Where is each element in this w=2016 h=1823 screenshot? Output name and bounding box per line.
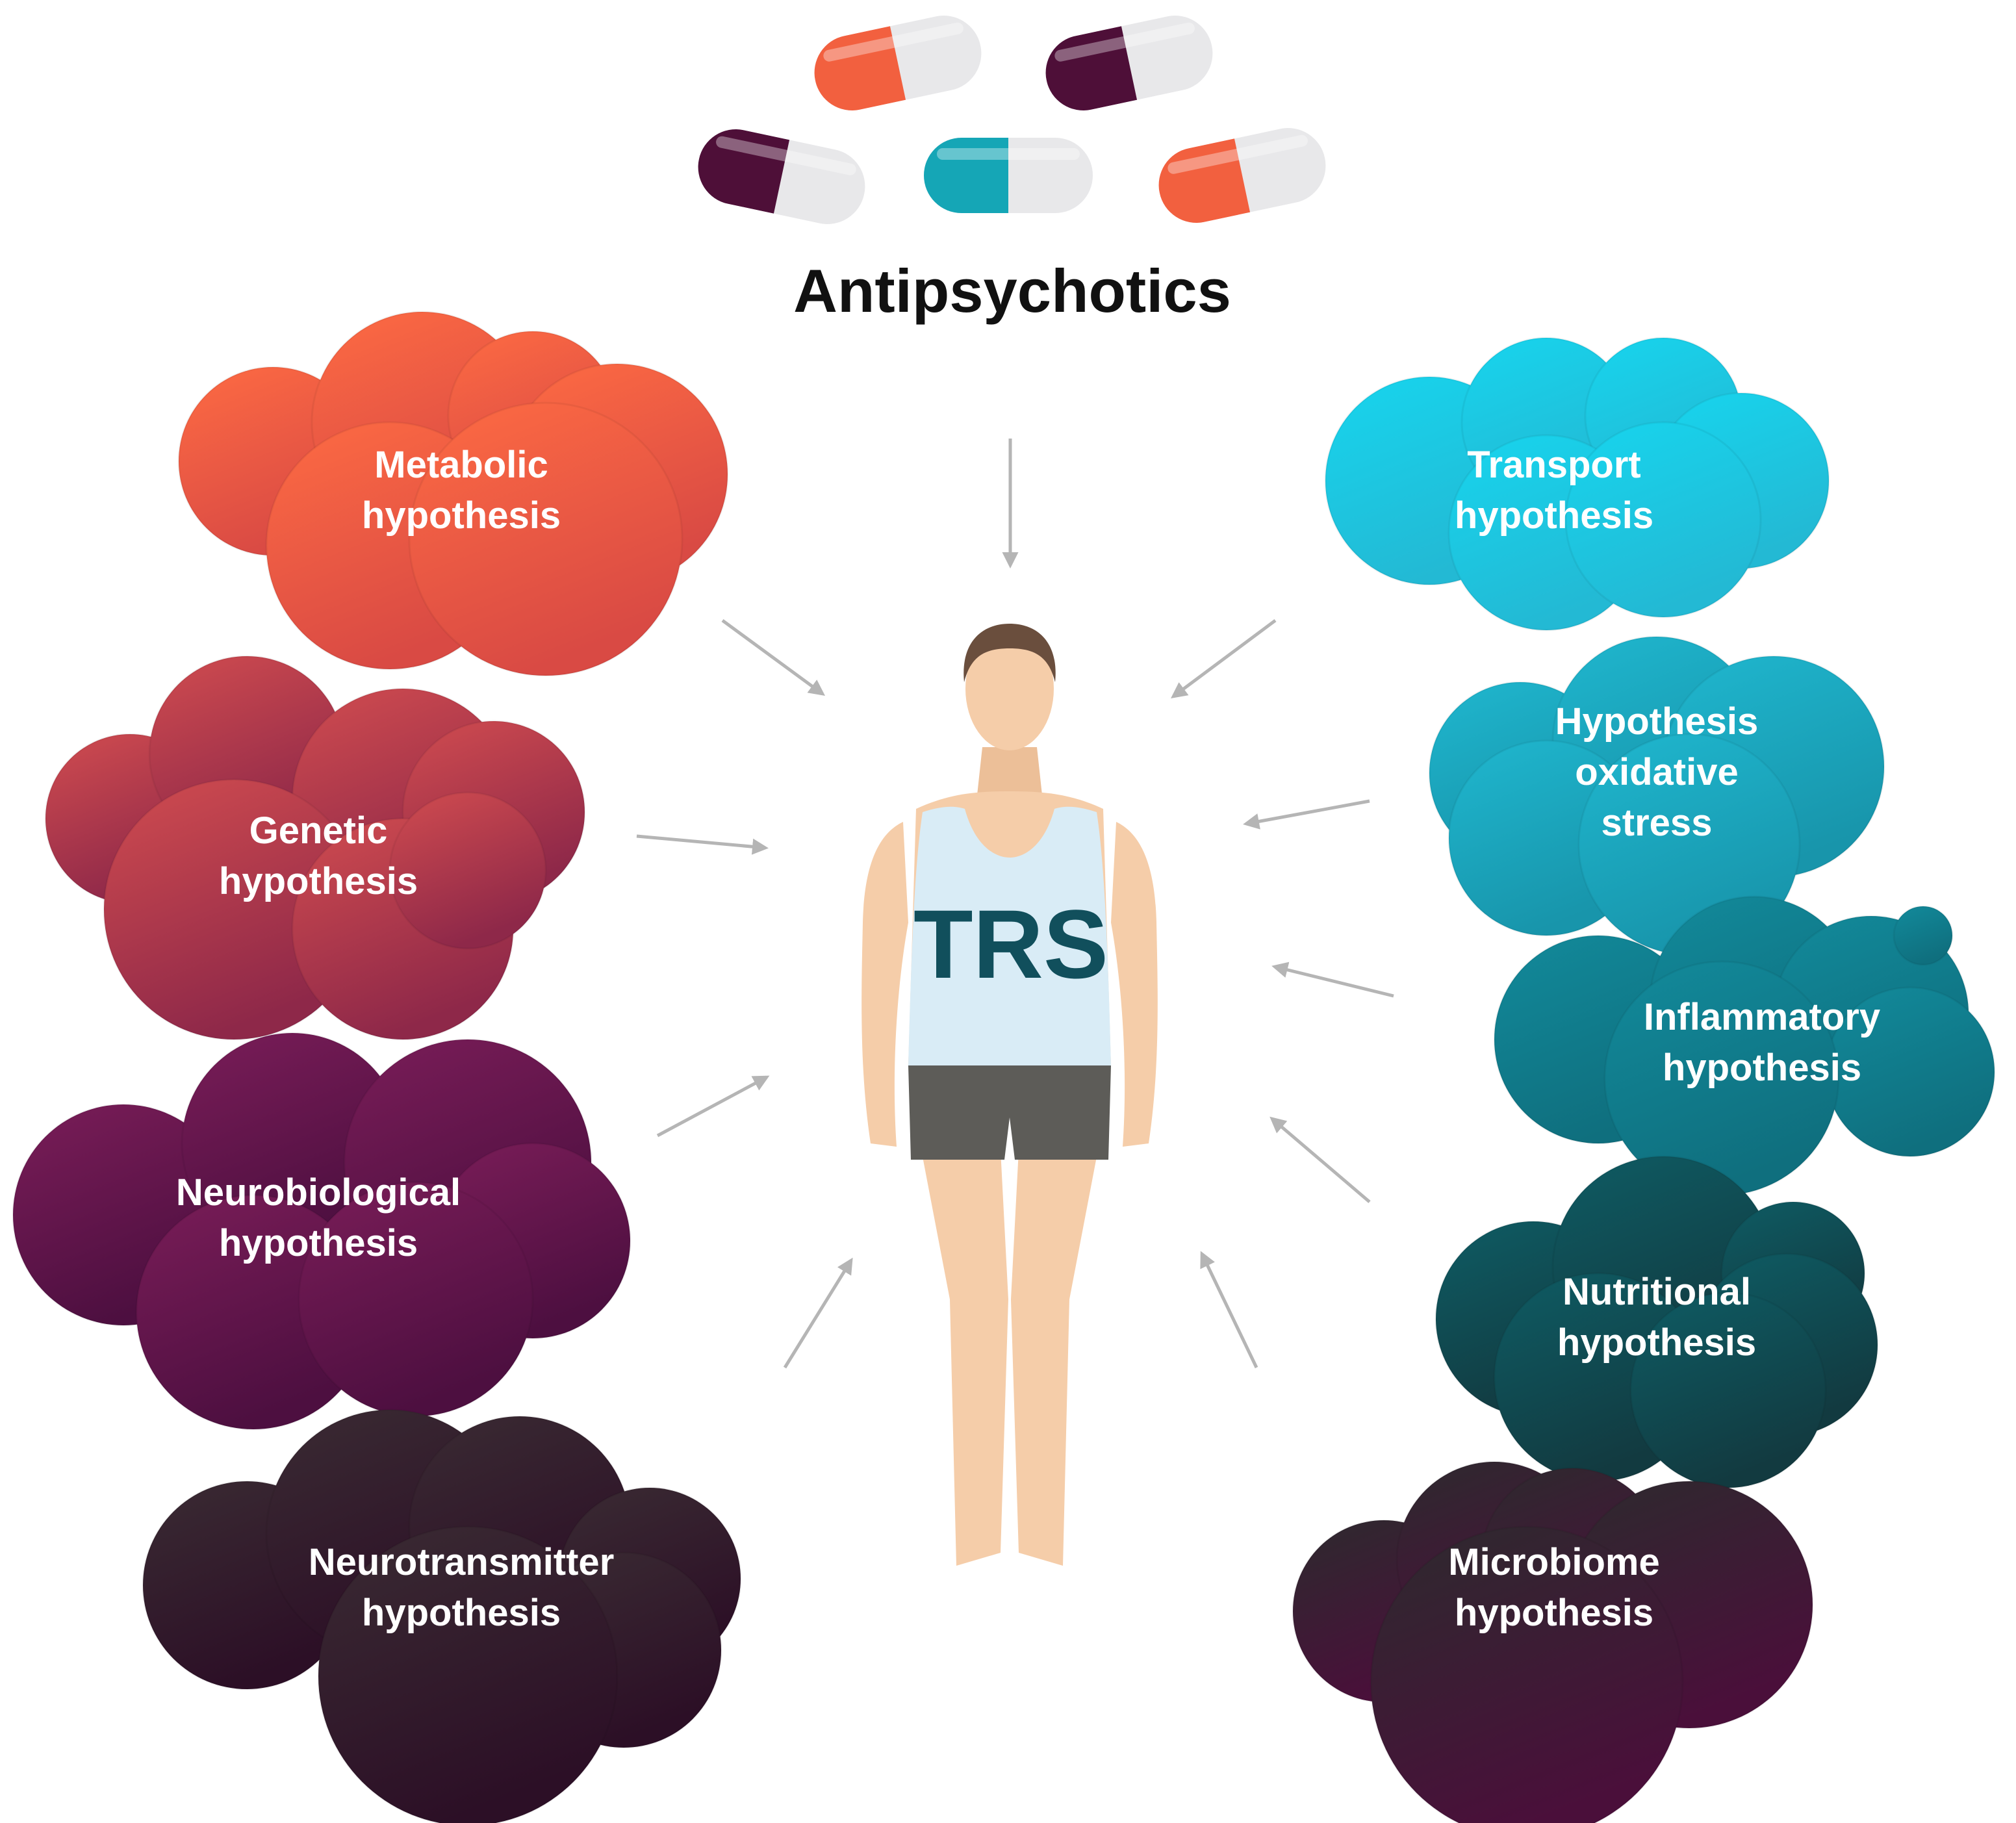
pill-icon [807, 8, 989, 118]
arrow [1270, 1116, 1371, 1203]
cloud-label-line: hypothesis [219, 860, 418, 902]
arrow [1200, 1251, 1258, 1369]
cloud-label: Genetic hypothesis [219, 810, 418, 902]
cloud-label-line: Inflammatory [1644, 996, 1880, 1038]
arrow [783, 1257, 853, 1369]
cloud-label-line: Neurotransmitter [309, 1541, 615, 1583]
cloud-label-line: hypothesis [1455, 494, 1653, 537]
cloud-label: Neurobiological hypothesis [176, 1171, 461, 1264]
cloud-label-line: hypothesis [362, 1592, 561, 1634]
figure-legs [1011, 1150, 1098, 1566]
cloud-label-line: Nutritional [1563, 1271, 1751, 1313]
diagram-title: Antipsychotics [793, 257, 1231, 325]
pill-icon [924, 138, 1093, 213]
arrow [656, 1075, 770, 1138]
cloud-microbiome: Microbiome hypothesis [1292, 1460, 1814, 1823]
arrow [1170, 618, 1277, 698]
figure-legs [921, 1150, 1008, 1566]
cloud-neurotransmitter: Neurotransmitter hypothesis [142, 1409, 742, 1823]
cloud-label-line: Microbiome [1448, 1541, 1660, 1583]
arrow [636, 834, 769, 855]
cloud-label-line: hypothesis [362, 494, 561, 537]
cloud-nutritional: Nutritional hypothesis [1435, 1155, 1879, 1489]
cloud-genetic: Genetic hypothesis [44, 655, 586, 1041]
cloud-label: Microbiome hypothesis [1448, 1541, 1660, 1634]
cloud-label-line: Neurobiological [176, 1171, 461, 1214]
figure-arm [861, 822, 908, 1147]
cloud-label: Hypothesis oxidative stress [1555, 700, 1759, 844]
figure-hair [963, 624, 1056, 682]
pill-icon [691, 122, 873, 231]
cloud-label: Transport hypothesis [1455, 444, 1653, 537]
cloud-label-line: hypothesis [1663, 1047, 1861, 1089]
cloud-label-line: hypothesis [1455, 1592, 1653, 1634]
cloud-label-line: Transport [1467, 444, 1641, 486]
cloud-inflammatory: Inflammatory hypothesis [1493, 895, 1996, 1197]
cloud-label: Nutritional hypothesis [1557, 1271, 1756, 1364]
pill-icon [1038, 8, 1220, 118]
arrows-group [636, 439, 1394, 1369]
cloud-label-line: oxidative [1575, 751, 1738, 793]
cloud-label-line: hypothesis [1557, 1321, 1756, 1364]
cloud-label-line: hypothesis [219, 1222, 418, 1264]
figure-shirt [908, 806, 1111, 1065]
cloud-oxidative: Hypothesis oxidative stress [1428, 635, 1885, 956]
trs-label: TRS [913, 889, 1108, 999]
human-figure-icon: TRS [861, 624, 1158, 1566]
pill-icon [1151, 121, 1333, 230]
arrow [721, 618, 826, 696]
pills-group [691, 8, 1333, 231]
cloud-metabolic: Metabolic hypothesis [177, 311, 729, 677]
cloud-label-line: Hypothesis [1555, 700, 1759, 743]
figure-arm [1111, 822, 1158, 1147]
figure-shorts [908, 1065, 1111, 1160]
arrow [1243, 799, 1370, 830]
cloud-label: Metabolic hypothesis [362, 444, 561, 537]
cloud-label: Neurotransmitter hypothesis [309, 1541, 615, 1634]
cloud-transport: Transport hypothesis [1324, 337, 1830, 631]
cloud-label-line: Metabolic [374, 444, 548, 486]
figure-head [965, 627, 1054, 750]
cloud-label-line: stress [1601, 802, 1713, 844]
cloud-label: Inflammatory hypothesis [1644, 996, 1880, 1089]
cloud-neurobiological: Neurobiological hypothesis [12, 1032, 632, 1431]
arrow [1271, 962, 1394, 998]
cloud-label-line: Genetic [249, 810, 388, 852]
